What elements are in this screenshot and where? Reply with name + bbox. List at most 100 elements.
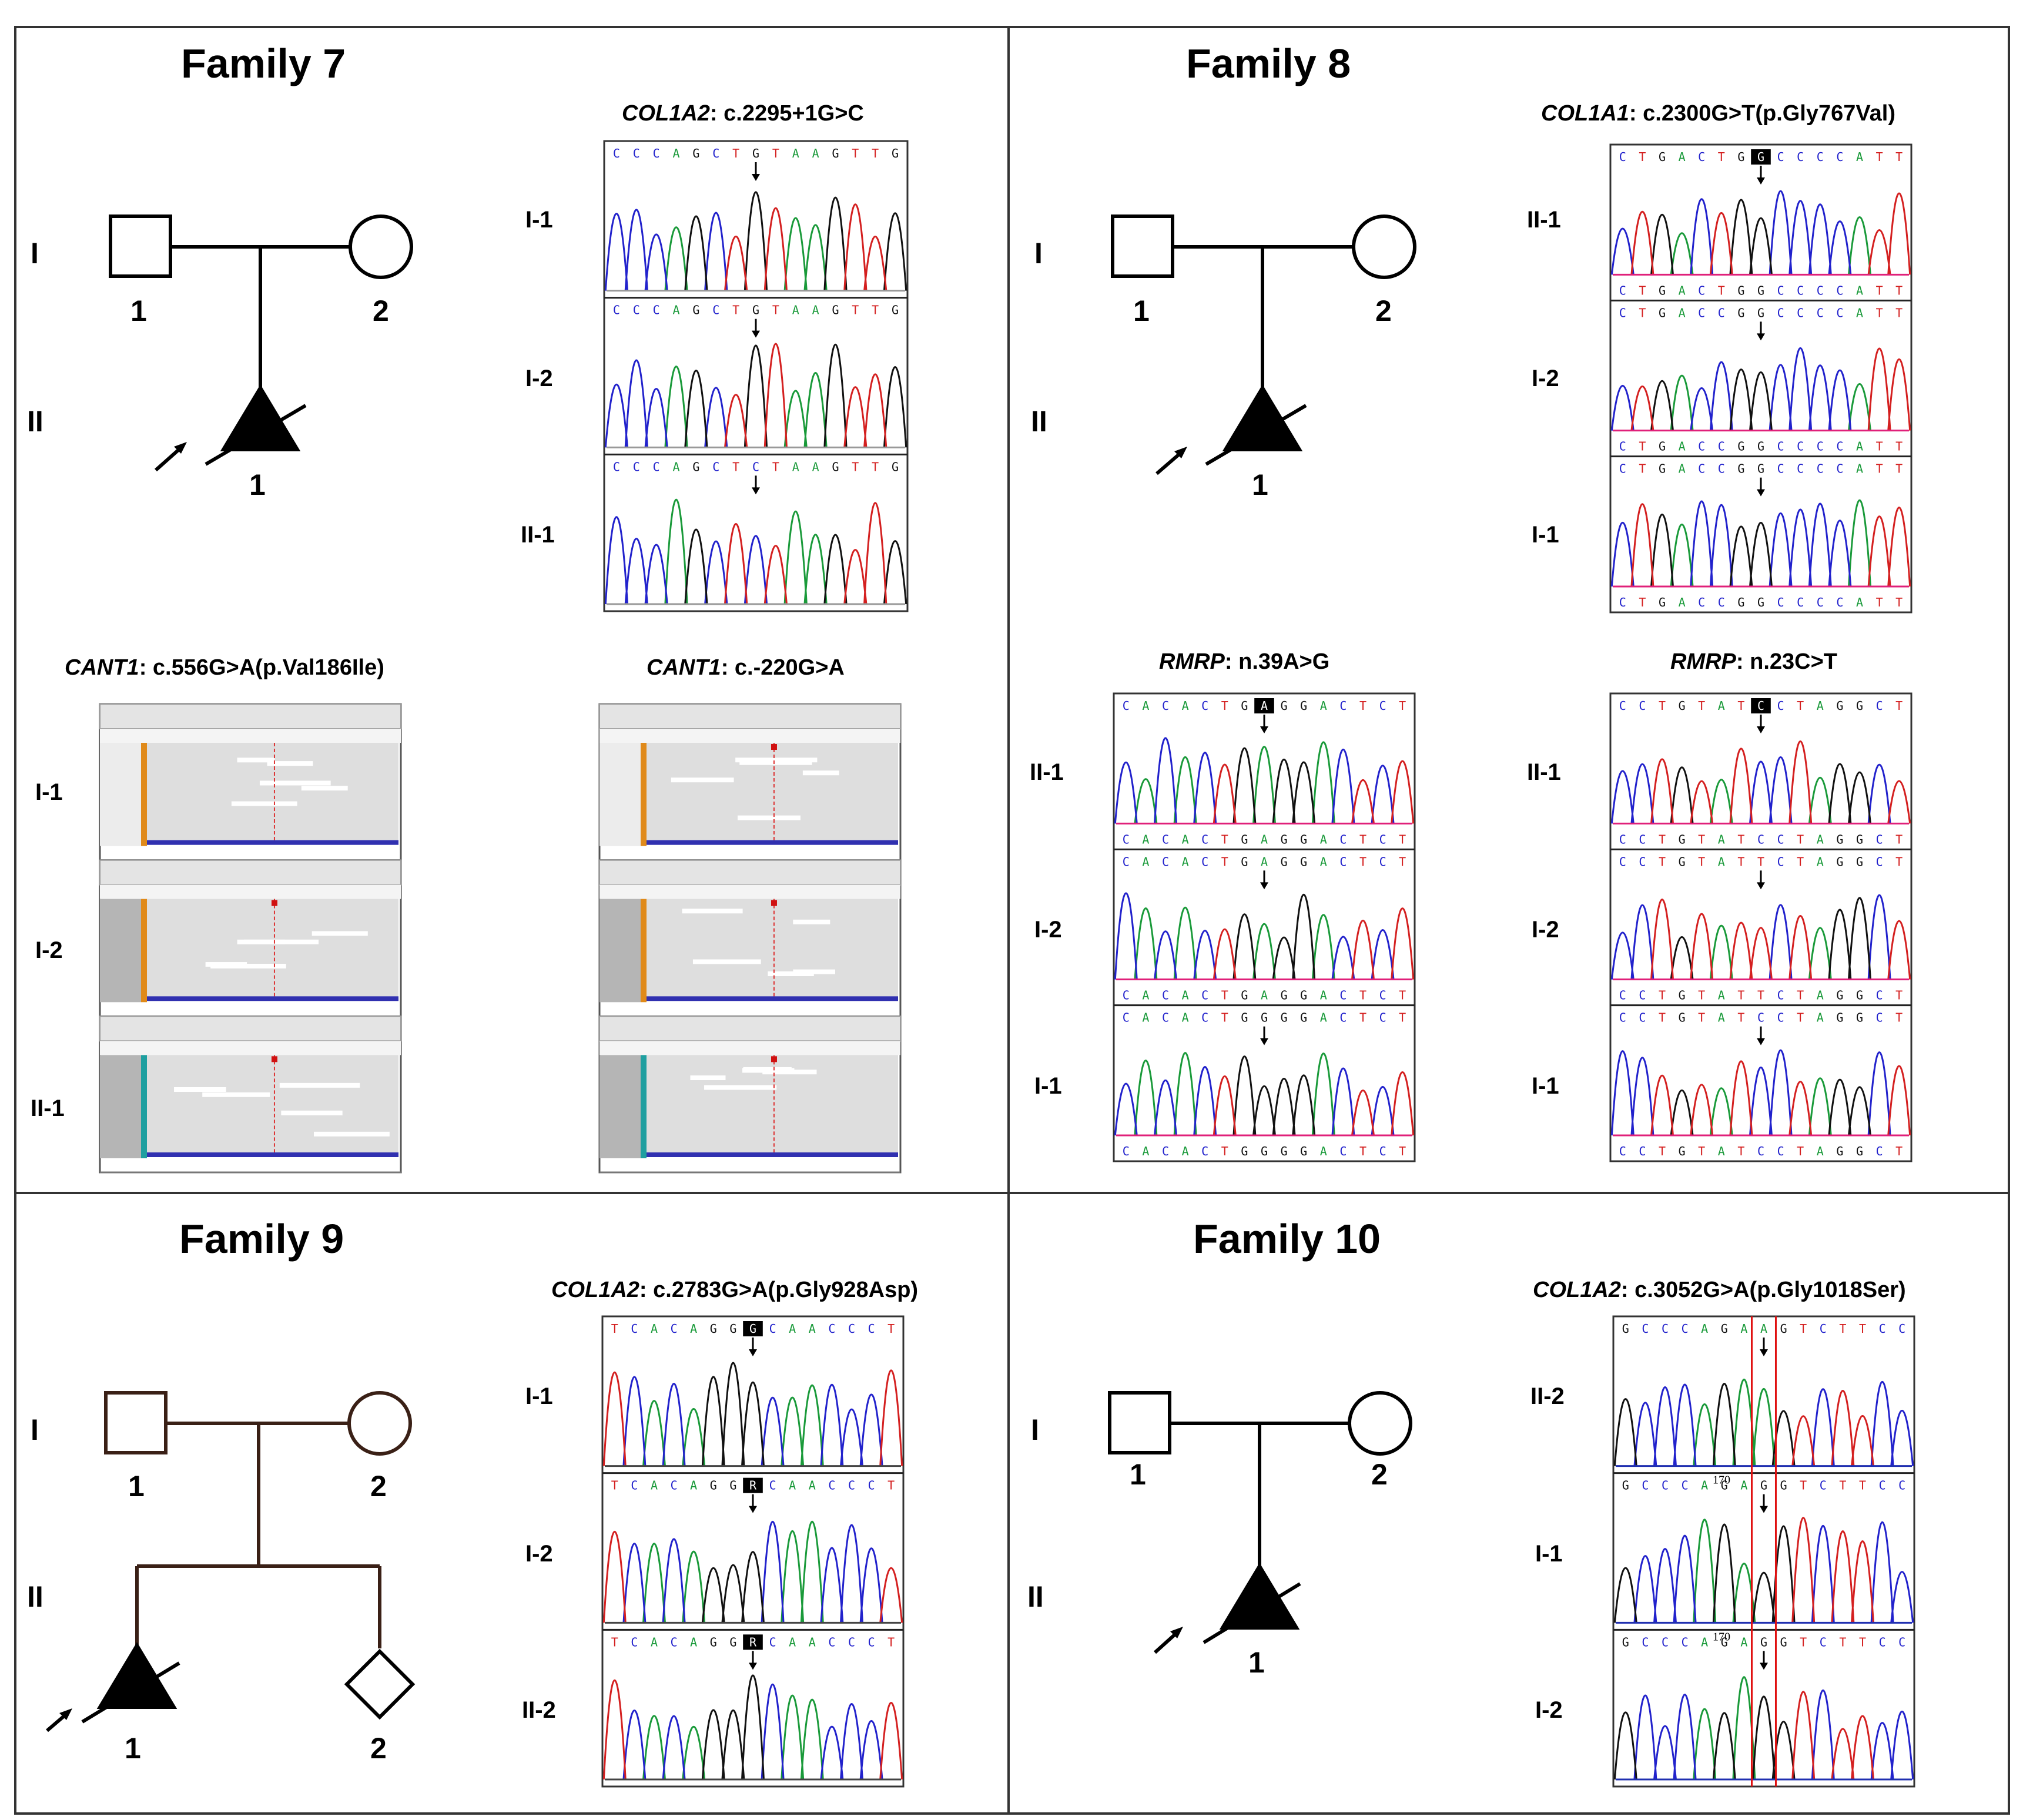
variant-title: COL1A2: c.2783G>A(p.Gly928Asp) <box>551 1278 919 1302</box>
base-call: G <box>1836 854 1843 869</box>
base-call: C <box>1201 1144 1208 1158</box>
proband-arrow <box>155 445 183 472</box>
base-call: C <box>1898 1322 1905 1336</box>
base-call: T <box>611 1322 618 1336</box>
base-call: A <box>1182 988 1189 1003</box>
base-call: A <box>673 460 680 474</box>
variant-base-highlight <box>1751 698 1771 713</box>
base-call: G <box>1856 699 1863 713</box>
base-call: C <box>653 303 660 317</box>
trace-peak <box>1610 347 1852 431</box>
base-call: G <box>1856 1011 1863 1025</box>
base-call: T <box>852 303 859 317</box>
base-call: G <box>1300 988 1307 1003</box>
base-call: T <box>1895 988 1903 1003</box>
base-call: C <box>1817 150 1824 164</box>
base-call: G <box>692 460 699 474</box>
trace-peak <box>642 1384 824 1466</box>
base-call: G <box>1300 1144 1307 1158</box>
igv-reads <box>647 743 898 840</box>
base-call: C <box>1718 440 1725 454</box>
base-call: G <box>1757 306 1764 320</box>
base-call: A <box>1261 699 1268 713</box>
base-call: C <box>1836 462 1843 476</box>
base-call: R <box>749 1479 757 1493</box>
igv-ruler <box>100 1041 401 1055</box>
trace-peak <box>642 1520 824 1623</box>
base-call: A <box>812 460 819 474</box>
base-call: C <box>1619 699 1626 713</box>
generation-label: I <box>31 1413 39 1446</box>
trace-peak <box>1232 893 1316 980</box>
igv-variant-mark <box>271 1056 277 1062</box>
base-call: T <box>1698 832 1705 846</box>
base-call: C <box>1698 595 1705 609</box>
trace-peak <box>604 359 728 448</box>
igv-coverage-bar <box>141 743 147 846</box>
base-call: T <box>1639 440 1646 454</box>
base-call: G <box>1780 1635 1787 1649</box>
igv-read-gap <box>314 1131 390 1137</box>
base-call: A <box>1718 1144 1725 1158</box>
base-call: T <box>1698 854 1705 869</box>
father-square <box>109 214 172 278</box>
base-call: C <box>1339 699 1347 713</box>
base-call: G <box>1737 306 1744 320</box>
trace-peak <box>1650 368 1773 431</box>
base-call: T <box>1639 283 1646 297</box>
base-call: C <box>1777 1144 1784 1158</box>
base-call: G <box>1679 1011 1686 1025</box>
base-call: A <box>1261 854 1268 869</box>
base-call: A <box>1817 1144 1824 1158</box>
base-call: G <box>1757 462 1764 476</box>
variant-arrow-head <box>1260 882 1268 890</box>
base-call: G <box>1757 150 1764 164</box>
base-call: A <box>1740 1635 1747 1649</box>
base-call: A <box>809 1322 816 1336</box>
variant-title: CANT1: c.-220G>A <box>647 655 845 680</box>
igv-sidebar <box>599 899 641 1003</box>
base-call: A <box>809 1635 816 1649</box>
base-call: A <box>1142 699 1149 713</box>
base-call: G <box>1836 1144 1843 1158</box>
mother-circle <box>349 214 413 279</box>
base-call: C <box>1619 832 1626 846</box>
igv-coverage-bar <box>141 899 147 1003</box>
igv-read-gap <box>739 760 812 765</box>
base-call: A <box>1817 1011 1824 1025</box>
trace-peak <box>664 217 828 291</box>
base-call: T <box>1737 988 1744 1003</box>
base-call: G <box>1721 1322 1728 1336</box>
base-call: C <box>1820 1635 1827 1649</box>
base-call: T <box>1399 988 1406 1003</box>
base-call: C <box>1777 988 1784 1003</box>
base-call: A <box>792 303 799 317</box>
base-call: A <box>1856 150 1863 164</box>
family-8-title: Family 8 <box>1186 41 1351 86</box>
base-call: T <box>1737 1011 1744 1025</box>
base-call: C <box>1379 832 1386 846</box>
base-call: G <box>1836 832 1843 846</box>
igv-read-gap <box>259 780 331 786</box>
trace-peak <box>1633 1690 1914 1780</box>
individual-number: 2 <box>370 1470 387 1503</box>
base-call: T <box>1839 1322 1846 1336</box>
row-label: I-1 <box>1535 1541 1563 1567</box>
base-call: C <box>1379 699 1386 713</box>
base-call: C <box>1817 283 1824 297</box>
base-call: T <box>1659 1011 1666 1025</box>
base-call: A <box>690 1479 697 1493</box>
trace-peak <box>1613 1523 1796 1623</box>
base-call: G <box>1679 1144 1686 1158</box>
base-call: T <box>1718 283 1725 297</box>
family-9-title: Family 9 <box>179 1216 344 1262</box>
igv-gene-track <box>147 996 398 1001</box>
base-call: T <box>1698 699 1705 713</box>
base-call: C <box>1379 988 1386 1003</box>
generation-label: II <box>1027 1580 1044 1613</box>
base-call: G <box>1241 699 1248 713</box>
row-label: II-2 <box>522 1697 556 1723</box>
individual-number: 1 <box>128 1470 145 1503</box>
